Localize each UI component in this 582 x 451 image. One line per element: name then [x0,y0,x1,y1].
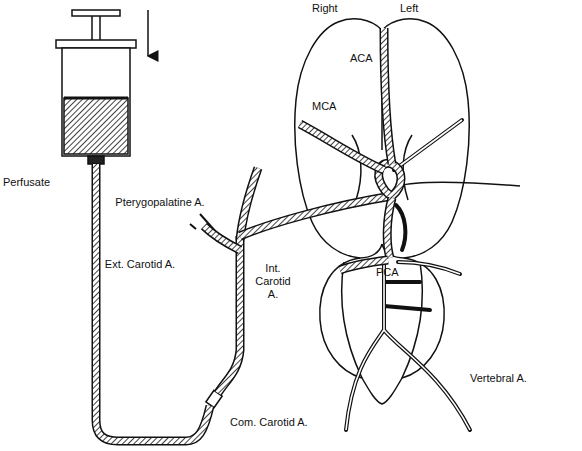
ligature [190,224,196,229]
artery-lumen [346,120,470,430]
syringe [56,10,136,164]
perfused-vessel [96,164,210,441]
syringe-label: Perfusate [3,176,50,189]
push-arrow [147,10,149,56]
perfused-vessel [240,196,392,236]
side-label: Right [312,2,338,15]
perfused-vessel [204,226,240,250]
perfused-vessel [384,28,392,164]
outflow-catheter [398,182,520,186]
perfused-vessel [387,198,392,258]
perfused-vessel [300,124,384,170]
perfused-vessel [387,198,392,258]
artery-name: Com. Carotid A. [230,416,308,429]
perfused-vessel [384,28,392,164]
artery-name: ACA [350,52,373,65]
artery-name: Vertebral A. [470,372,527,385]
perfused-vessel [218,236,240,393]
side-label: Left [400,2,418,15]
artery-name: PCA [376,266,399,279]
perfused-vessel [96,164,210,441]
artery-name: Ext. Carotid A. [100,258,180,271]
artery-name: Int. Carotid A. [252,262,294,301]
perfused-vessel [204,226,240,250]
artery-name: MCA [312,100,336,113]
perfused-vessel [300,124,384,170]
artery-name: Pterygopalatine A. [112,196,208,209]
perfused-vessel [240,196,392,236]
perfused-vessel [218,236,240,393]
artery [346,120,470,430]
